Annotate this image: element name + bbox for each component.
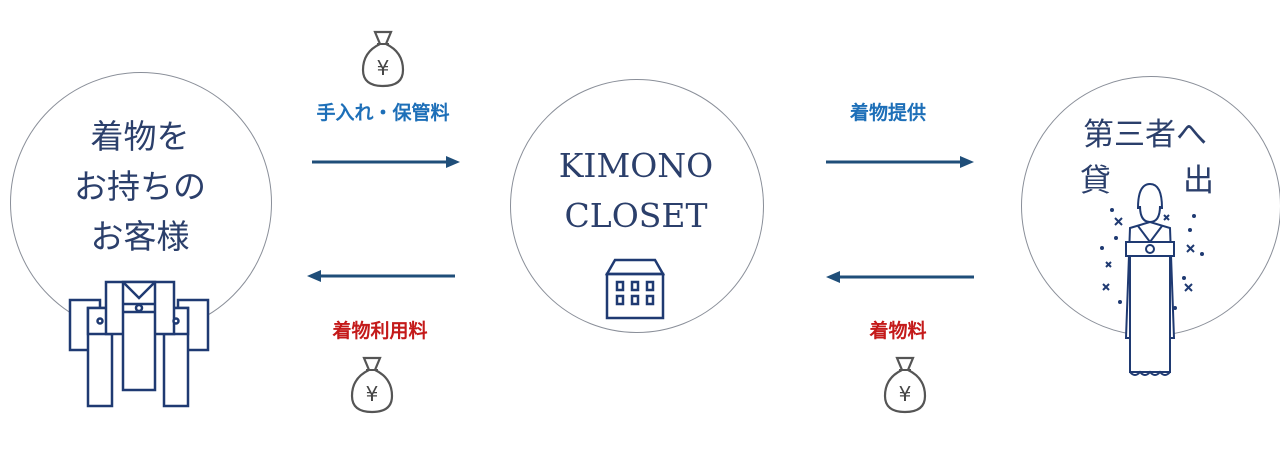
maintenance-fee-label: 手入れ・保管料 bbox=[316, 102, 450, 124]
woman-in-kimono-icon bbox=[1100, 182, 1204, 376]
third-party-label: 第三者へ 貸 出 bbox=[1060, 112, 1230, 204]
center-line-2: CLOSET bbox=[564, 196, 708, 235]
kimono-usage-fee-label: 着物利用料 bbox=[332, 320, 428, 342]
customer-line-1: 着物を bbox=[90, 117, 190, 156]
yen-money-bag-icon: ¥ bbox=[350, 356, 394, 414]
yen-money-bag-icon: ¥ bbox=[361, 30, 405, 88]
arrow-right-closet-to-third-party bbox=[826, 156, 974, 168]
yen-money-bag-icon: ¥ bbox=[883, 356, 927, 414]
third-party-line-1: 第三者へ bbox=[1083, 117, 1207, 153]
center-line-1: KIMONO bbox=[558, 146, 714, 185]
kimono-closet-label: KIMONO CLOSET bbox=[536, 141, 736, 241]
third-party-char-2: 出 bbox=[1183, 163, 1214, 199]
arrow-right-customer-to-closet bbox=[312, 156, 460, 168]
kimono-supply-label: 着物提供 bbox=[849, 102, 927, 124]
svg-text:¥: ¥ bbox=[366, 382, 379, 406]
kimono-fee-label: 着物料 bbox=[869, 320, 927, 342]
customer-line-2: お持ちの bbox=[74, 167, 206, 206]
third-party-char-1: 貸 bbox=[1080, 163, 1111, 199]
house-icon bbox=[604, 258, 666, 320]
arrow-left-third-party-to-closet bbox=[826, 271, 974, 283]
svg-text:¥: ¥ bbox=[377, 56, 390, 80]
customer-line-3: お客様 bbox=[90, 217, 190, 256]
customer-label: 着物を お持ちの お客様 bbox=[30, 112, 250, 262]
kimono-garments-icon bbox=[68, 280, 210, 408]
svg-text:¥: ¥ bbox=[899, 382, 912, 406]
arrow-left-closet-to-customer bbox=[307, 270, 455, 282]
